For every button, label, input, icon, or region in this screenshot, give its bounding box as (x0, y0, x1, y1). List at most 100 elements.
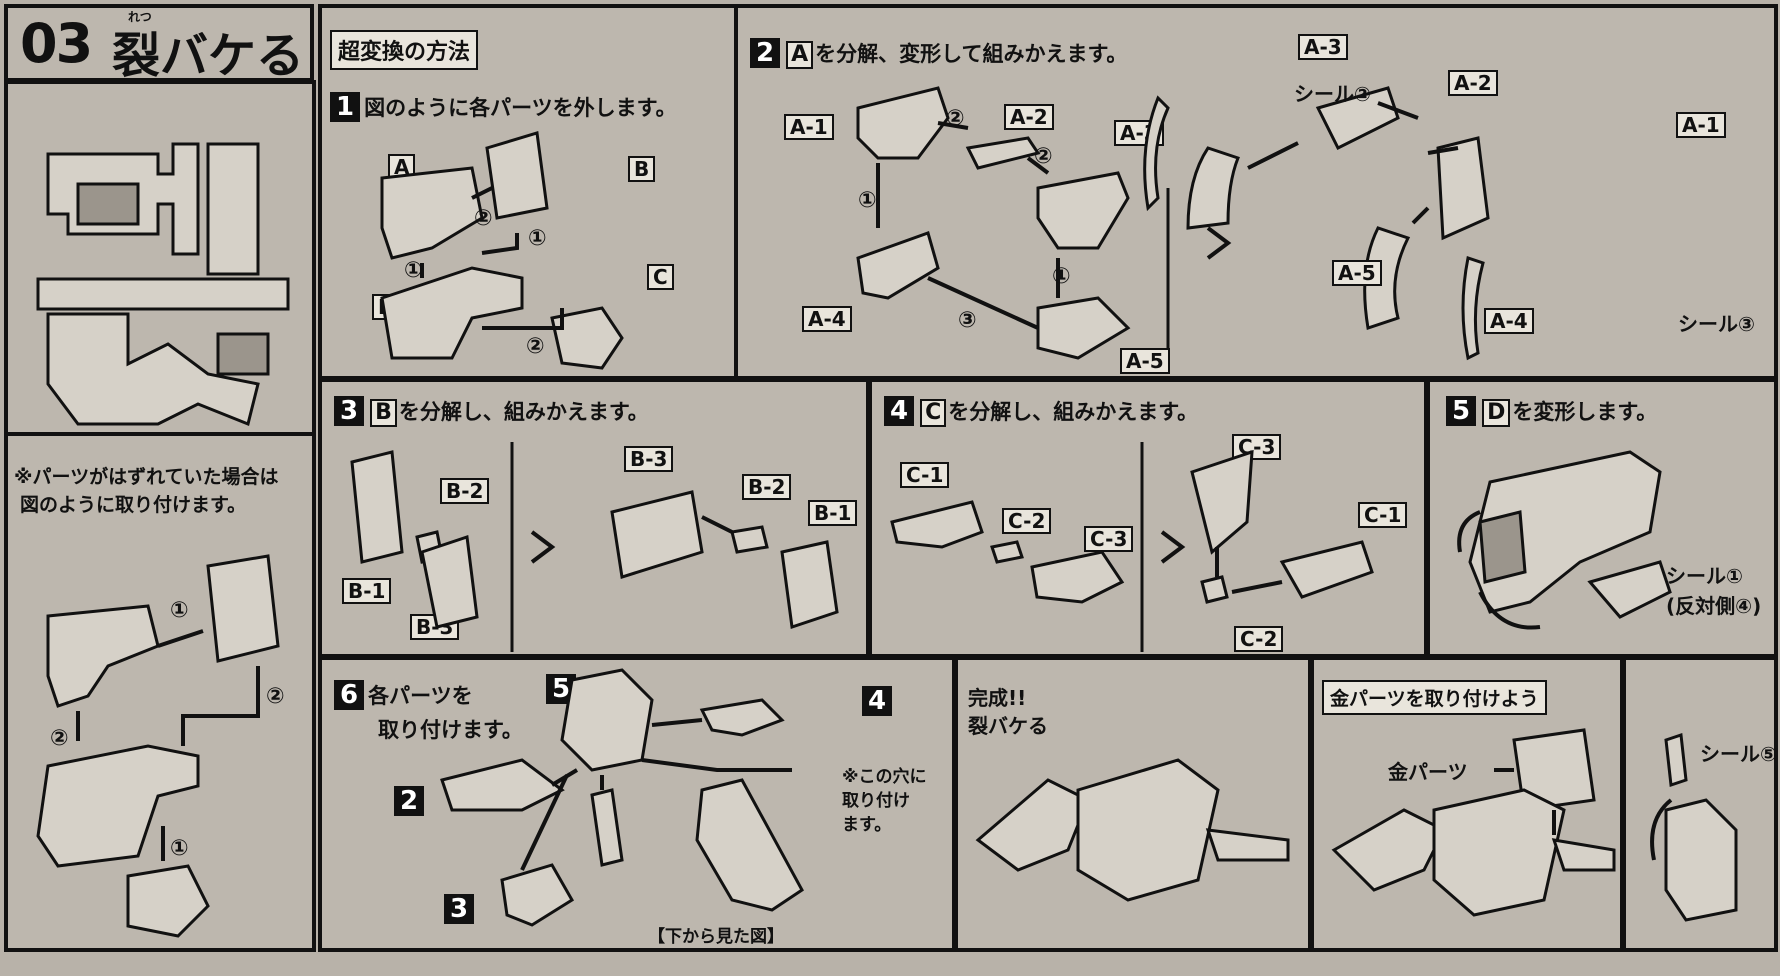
hole-note-line-2: 取り付け (842, 791, 910, 811)
model-number: 03 (20, 12, 93, 75)
part-3-label: 3 (444, 894, 475, 924)
label-A-1b: A-1 (1676, 112, 1726, 138)
complete-panel: 完成!! 裂バケる (954, 656, 1312, 952)
step-5-text: を変形します。 (1512, 400, 1658, 424)
part-2-label: 2 (394, 786, 425, 816)
seal-5-label: シール⑤ (1700, 742, 1777, 766)
step-3-letter: B (370, 399, 397, 427)
s1-circled-1: ① (528, 226, 547, 251)
step-4-number: 4 (884, 396, 915, 426)
label-A-5: A-5 (1120, 348, 1170, 374)
label-A-5b: A-5 (1332, 260, 1382, 286)
hole-note-line-1: ※この穴に (842, 767, 927, 787)
part-4-label: 4 (862, 686, 893, 716)
seal-3-label: シール③ (1678, 312, 1755, 336)
title-box: 03 れつ 裂バケる (4, 4, 314, 84)
label-C-2b: C-2 (1234, 626, 1284, 652)
step-1-figure (380, 131, 624, 370)
title-ruby: れつ (128, 10, 152, 24)
step-2-letter: A (786, 41, 814, 69)
gold-part-label: 金パーツ (1388, 760, 1468, 784)
complete-label-1: 完成!! (968, 686, 1027, 710)
label-C-1b: C-1 (1358, 502, 1408, 528)
seal-1-sub-label: (反対側④) (1666, 594, 1762, 618)
method-title: 超変換の方法 (330, 30, 479, 70)
step-6-number: 6 (334, 680, 365, 710)
step-1-number: 1 (330, 92, 361, 122)
hole-note-line-3: ます。 (842, 815, 892, 835)
step-6-figure (440, 668, 804, 927)
step-3-text: を分解し、組みかえます。 (398, 400, 649, 424)
label-C-2: C-2 (1002, 508, 1052, 534)
label-B-2b: B-2 (742, 474, 792, 500)
complete-figure (975, 758, 1290, 902)
step-5-letter: D (1482, 399, 1511, 427)
label-A-4: A-4 (802, 306, 852, 332)
circled-1b: ① (170, 836, 189, 861)
label-A-2b: A-2 (1448, 70, 1498, 96)
step-6-text-1: 各パーツを (368, 684, 473, 708)
note-panel: ※パーツがはずれていた場合は 図のように取り付けます。 ① ② ② ① (4, 432, 316, 952)
label-A-2: A-2 (1004, 104, 1054, 130)
label-A-1: A-1 (784, 114, 834, 140)
label-B-1b: B-1 (808, 500, 858, 526)
step-3-figure (350, 442, 839, 652)
seal-2-label: シール② (1294, 82, 1371, 106)
note-line-2: 図のように取り付けます。 (20, 494, 247, 516)
s2-circled-1: ① (858, 188, 877, 213)
s2-circled-3: ③ (958, 308, 977, 333)
step-6-text-2: 取り付けます。 (378, 718, 523, 742)
circled-2b: ② (50, 726, 69, 751)
kanji-logo-panel (4, 80, 316, 436)
label-B: B (628, 156, 656, 182)
circled-1: ① (170, 598, 189, 623)
s2-circled-1b: ① (1052, 264, 1071, 289)
label-C-1: C-1 (900, 462, 950, 488)
label-B-3b: B-3 (624, 446, 674, 472)
kanji-figure (36, 142, 290, 427)
circled-2: ② (266, 684, 285, 709)
step-4-figure (890, 442, 1374, 652)
seal-5-figure (1650, 732, 1738, 922)
seal-5-panel: シール⑤ (1622, 656, 1778, 952)
s1-circled-1b: ① (404, 258, 423, 283)
label-A-4b: A-4 (1484, 308, 1534, 334)
gold-parts-panel: 金パーツを取り付けよう 金パーツ (1310, 656, 1624, 952)
step-4-letter: C (920, 399, 947, 427)
s2-circled-2b: ② (1034, 144, 1053, 169)
complete-label-2: 裂バケる (968, 714, 1048, 738)
s1-circled-2b: ② (526, 334, 545, 359)
s1-circled-2: ② (474, 206, 493, 231)
label-B-1: B-1 (342, 578, 392, 604)
step-4-text: を分解し、組みかえます。 (948, 400, 1199, 424)
label-C: C (647, 264, 674, 290)
step-2-number: 2 (750, 38, 781, 68)
step-2-figure (856, 86, 1490, 361)
label-C-3: C-3 (1084, 526, 1134, 552)
s2-circled-2: ② (946, 106, 965, 131)
label-A-3b: A-3 (1298, 34, 1348, 60)
seal-1-label: シール① (1666, 564, 1743, 588)
gold-parts-title: 金パーツを取り付けよう (1322, 680, 1547, 715)
note-line-1: ※パーツがはずれていた場合は (14, 466, 279, 488)
label-B-2: B-2 (440, 478, 490, 504)
step-1-text: 図のように各パーツを外します。 (364, 96, 677, 120)
model-title: 裂バケる (112, 28, 305, 84)
note-figure (36, 554, 280, 938)
step-3-number: 3 (334, 396, 365, 426)
gold-figure (1331, 728, 1616, 917)
bottom-view-label: 【下から見た図】 (648, 927, 784, 947)
step-5-figure (1457, 450, 1672, 630)
